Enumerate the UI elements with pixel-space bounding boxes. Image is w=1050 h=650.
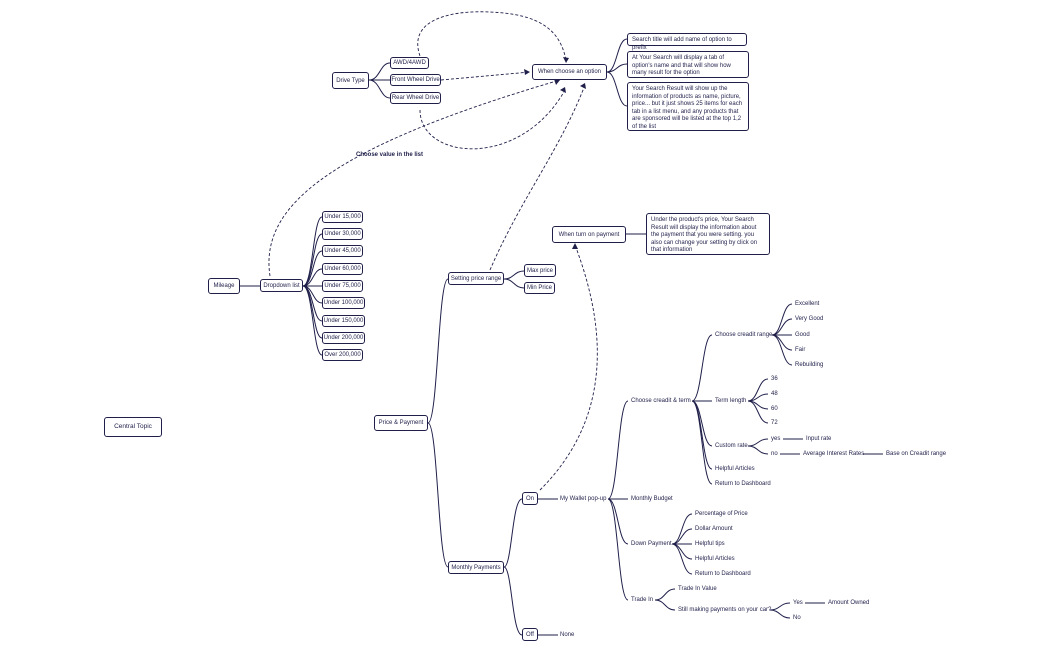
setting-price-range-node[interactable]: Setting price range xyxy=(448,272,504,285)
custom-yes-text: yes xyxy=(771,436,781,442)
credit-range-item: Rebuilding xyxy=(795,362,824,368)
term-length-text: Term length xyxy=(715,398,747,404)
down-payment-item: Helpful Articles xyxy=(695,556,735,562)
down-payment-item: Return to Dashboard xyxy=(695,571,751,577)
custom-rate-text: Custom rate xyxy=(715,443,748,449)
drive-type-node[interactable]: Drive Type xyxy=(332,72,369,89)
down-payment-item: Percentage of Price xyxy=(695,511,748,517)
credit-range-item: Excellent xyxy=(795,301,820,307)
max-price-node[interactable]: Max price xyxy=(524,264,556,277)
mileage-option[interactable]: Under 30,000 xyxy=(322,228,363,240)
base-on-credit-range-text: Base on Creadit range xyxy=(886,451,947,457)
mileage-option[interactable]: Under 60,000 xyxy=(322,263,363,275)
down-payment-item: Helpful tips xyxy=(695,541,725,547)
credit-range-item: Very Good xyxy=(795,316,824,322)
down-payment-item: Dollar Amount xyxy=(695,526,733,532)
term-item: 48 xyxy=(771,391,778,397)
credit-range-item: Good xyxy=(795,332,810,338)
mileage-option[interactable]: Under 45,000 xyxy=(322,245,363,257)
mileage-node[interactable]: Mileage xyxy=(208,278,240,294)
amount-owned-text: Amount Owned xyxy=(828,600,870,606)
choose-credit-term-text: Choose creadit & term xyxy=(631,398,691,404)
term-item: 72 xyxy=(771,420,778,426)
term-item: 60 xyxy=(771,406,778,412)
note-tab-display[interactable]: At Your Search will display a tab of opt… xyxy=(627,51,749,78)
custom-no-text: no xyxy=(771,451,778,457)
drive-awd-node[interactable]: AWD/4AWD xyxy=(390,57,429,69)
min-price-node[interactable]: Min Price xyxy=(524,282,555,294)
note-search-result[interactable]: Your Search Result will show up the info… xyxy=(627,82,749,131)
monthly-off-node[interactable]: Off xyxy=(522,628,538,641)
when-choose-option-node[interactable]: When choose an option xyxy=(532,64,607,80)
choose-value-label: Choose value in the list xyxy=(356,152,424,158)
none-text: None xyxy=(560,632,575,638)
return-dashboard-text: Return to Dashboard xyxy=(715,481,771,487)
term-item: 36 xyxy=(771,376,778,382)
mileage-option[interactable]: Under 100,000 xyxy=(322,297,365,309)
central-topic[interactable]: Central Topic xyxy=(104,417,162,437)
input-rate-text: Input rate xyxy=(806,436,832,442)
drive-fwd-node[interactable]: Front Wheel Drive xyxy=(390,74,441,86)
note-payment-info[interactable]: Under the product's price, Your Search R… xyxy=(646,213,770,255)
dropdown-list-node[interactable]: Dropdown list xyxy=(260,279,303,292)
monthly-budget-text: Monthly Budget xyxy=(631,496,673,502)
mileage-option[interactable]: Under 200,000 xyxy=(322,332,365,344)
still-making-payments-text: Still making payments on your car? xyxy=(678,607,772,613)
helpful-articles-text: Helpful Articles xyxy=(715,466,755,472)
credit-range-item: Fair xyxy=(795,347,806,353)
trade-in-value-text: Trade In Value xyxy=(678,586,717,592)
choose-credit-range-text: Choose creadit range xyxy=(715,332,773,338)
mileage-option[interactable]: Under 150,000 xyxy=(322,315,365,327)
drive-rwd-node[interactable]: Rear Wheel Drive xyxy=(390,92,441,104)
trade-in-text: Trade In xyxy=(631,597,654,603)
mileage-option[interactable]: Under 15,000 xyxy=(322,211,363,223)
note-search-title[interactable]: Search title will add name of option to … xyxy=(627,33,747,51)
when-turn-on-payment-node[interactable]: When turn on payment xyxy=(552,226,626,243)
my-wallet-popup-text: My Wallet pop-up xyxy=(560,496,607,502)
price-payment-node[interactable]: Price & Payment xyxy=(374,415,428,431)
mileage-option[interactable]: Under 75,000 xyxy=(322,280,363,292)
trade-yes-text: Yes xyxy=(793,600,803,606)
mileage-option[interactable]: Over 200,000 xyxy=(322,349,363,361)
trade-no-text: No xyxy=(793,615,801,621)
monthly-payments-node[interactable]: Monthly Payments xyxy=(448,561,504,574)
down-payment-text: Down Payment xyxy=(631,541,672,547)
monthly-on-node[interactable]: On xyxy=(522,492,538,505)
average-interest-rates-text: Average Interest Rates xyxy=(803,451,865,457)
